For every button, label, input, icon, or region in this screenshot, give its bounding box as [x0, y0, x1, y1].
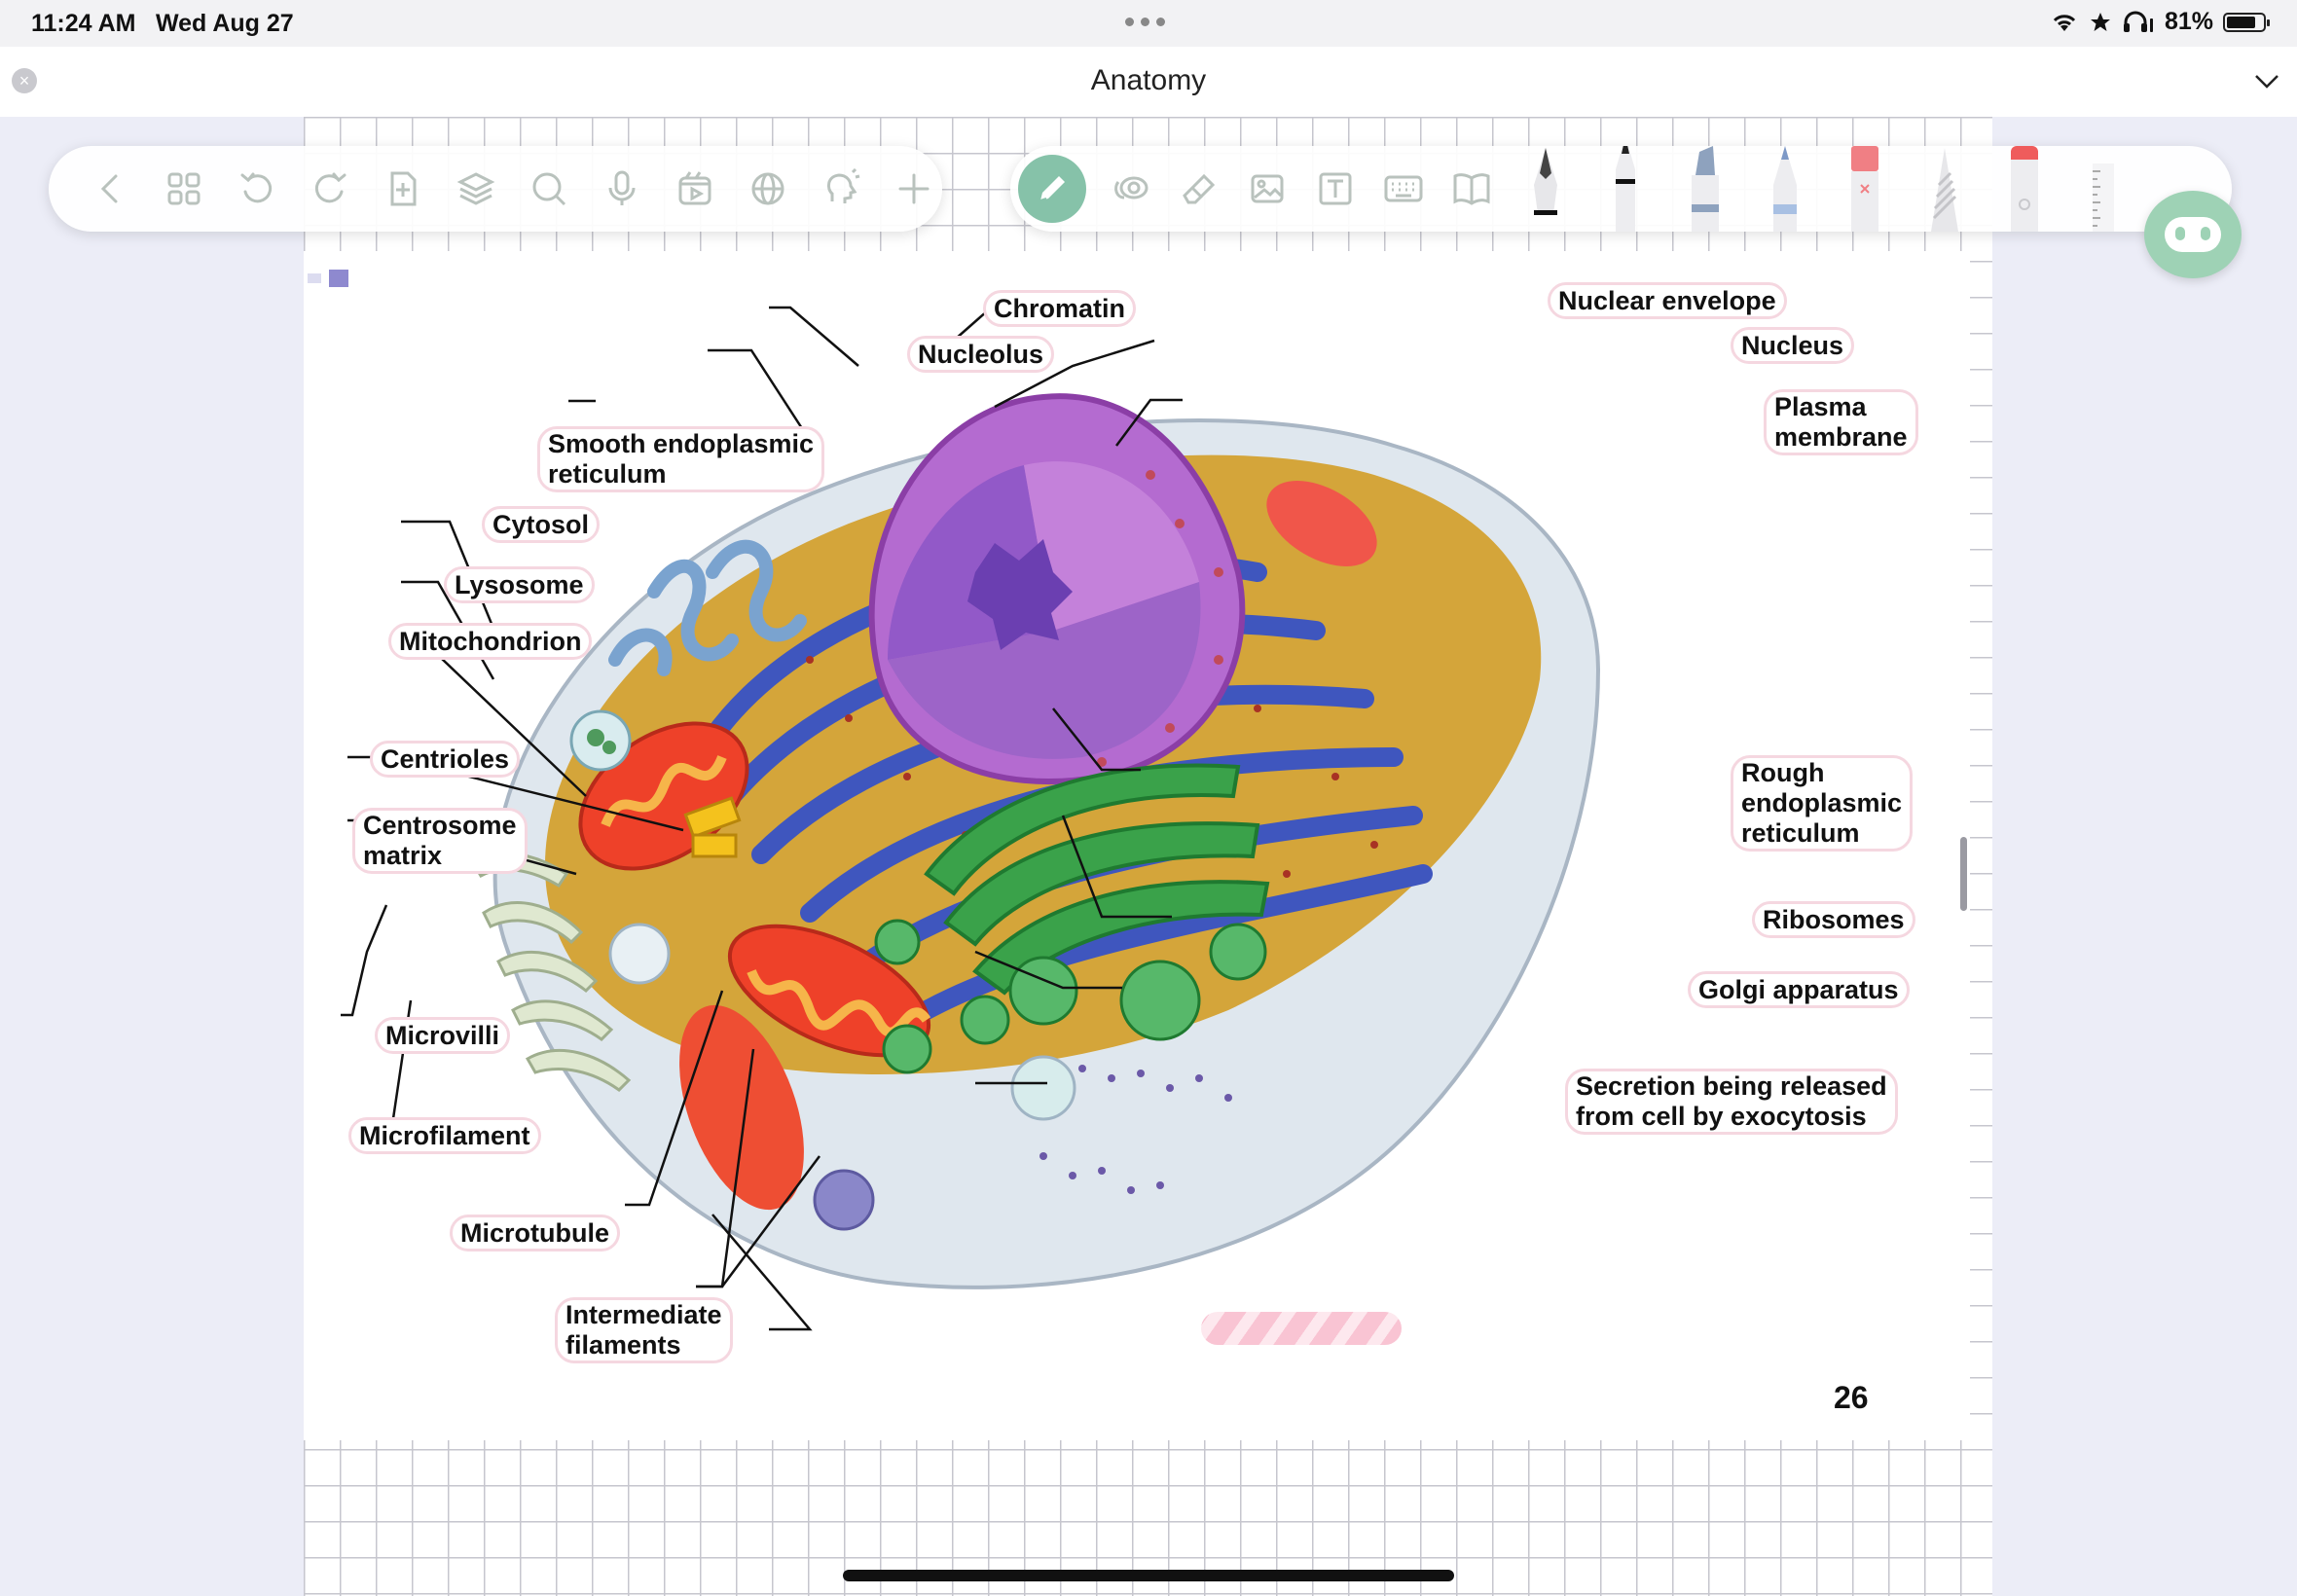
marker-icon[interactable]	[1676, 146, 1734, 232]
label-smooth-er: Smooth endoplasmic reticulum	[537, 426, 825, 492]
text-box-icon[interactable]	[1312, 165, 1359, 212]
page-number: 26	[1834, 1380, 1869, 1415]
globe-icon[interactable]	[745, 165, 791, 212]
label-ribosomes: Ribosomes	[1752, 901, 1915, 938]
multitasking-dots[interactable]	[1125, 18, 1165, 26]
layers-icon[interactable]	[453, 165, 499, 212]
label-nuclear-envelope: Nuclear envelope	[1548, 282, 1787, 319]
battery-icon	[2223, 12, 2270, 32]
label-nucleus: Nucleus	[1731, 327, 1855, 364]
ballpoint-icon[interactable]	[1596, 136, 1655, 232]
hidden-label-mask[interactable]	[1201, 1312, 1402, 1345]
keyboard-icon[interactable]	[1380, 165, 1427, 212]
microphone-icon[interactable]	[599, 165, 645, 212]
star-icon	[2090, 12, 2110, 31]
label-secretion: Secretion being released from cell by ex…	[1565, 1069, 1898, 1135]
chevron-down-icon[interactable]	[2252, 66, 2281, 95]
redo-icon[interactable]	[307, 165, 353, 212]
assistant-bot-icon[interactable]	[2144, 191, 2242, 278]
close-icon[interactable]: ×	[12, 68, 37, 93]
color-marks	[308, 270, 348, 287]
label-cytosol: Cytosol	[482, 506, 601, 543]
pencil-icon[interactable]	[1756, 146, 1814, 232]
label-mitochondrion: Mitochondrion	[388, 623, 593, 660]
lasso-icon[interactable]	[1108, 165, 1154, 212]
pen-icon[interactable]	[1018, 155, 1086, 223]
label-golgi-apparatus: Golgi apparatus	[1688, 971, 1910, 1008]
cell-diagram	[341, 294, 1601, 1331]
red-eraser-icon[interactable]	[1836, 146, 1894, 232]
label-microfilament: Microfilament	[348, 1117, 541, 1154]
label-centrioles: Centrioles	[370, 741, 521, 778]
label-chromatin: Chromatin	[983, 290, 1136, 327]
grid-icon[interactable]	[161, 165, 207, 212]
label-intermediate-filaments: Intermediate filaments	[555, 1297, 733, 1363]
label-microvilli: Microvilli	[375, 1017, 511, 1054]
label-lysosome: Lysosome	[444, 566, 595, 603]
eraser-icon[interactable]	[1176, 165, 1222, 212]
label-rough-er: Rough endoplasmic reticulum	[1731, 755, 1914, 852]
hatch-pencil-icon[interactable]	[1915, 146, 1974, 232]
fountain-pen-icon[interactable]	[1516, 146, 1575, 232]
status-right: 81%	[2050, 8, 2270, 36]
battery-percent: 81%	[2164, 8, 2213, 35]
label-centrosome-matrix: Centrosome matrix	[352, 808, 528, 874]
ruler-icon[interactable]	[2075, 146, 2133, 232]
document-title[interactable]: Anatomy	[1090, 64, 1207, 96]
wifi-icon	[2053, 14, 2076, 31]
home-indicator[interactable]	[843, 1570, 1454, 1581]
back-icon[interactable]	[88, 165, 134, 212]
highlighter-icon[interactable]	[1995, 146, 2054, 232]
book-icon[interactable]	[1448, 165, 1495, 212]
label-nucleolus: Nucleolus	[907, 336, 1055, 373]
left-toolbar	[49, 146, 942, 232]
add-page-icon[interactable]	[380, 165, 426, 212]
headphones-icon	[2123, 11, 2153, 32]
status-bar: 11:24 AM Wed Aug 27 81%	[0, 0, 2297, 47]
right-toolbar	[1010, 136, 2232, 232]
label-plasma-membrane: Plasma membrane	[1764, 389, 1918, 455]
scrollbar-thumb[interactable]	[1960, 837, 1967, 911]
status-time: 11:24 AM	[31, 10, 136, 37]
title-bar: × Anatomy	[0, 47, 2297, 117]
media-icon[interactable]	[672, 165, 718, 212]
lightbulb-icon[interactable]	[818, 165, 864, 212]
plus-icon[interactable]	[891, 165, 937, 212]
image-icon[interactable]	[1244, 165, 1291, 212]
undo-icon[interactable]	[234, 165, 280, 212]
label-microtubule: Microtubule	[450, 1215, 620, 1251]
status-date: Wed Aug 27	[156, 10, 294, 37]
search-icon[interactable]	[526, 165, 572, 212]
